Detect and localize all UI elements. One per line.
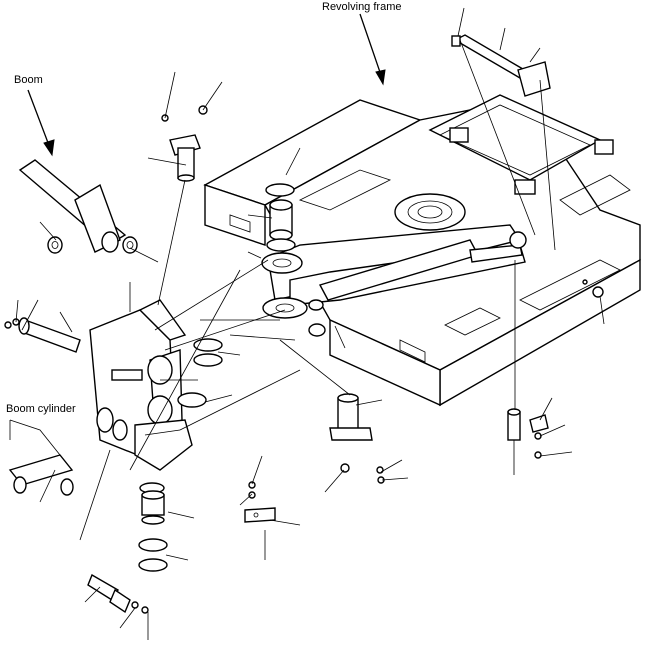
washer-pair-middle — [177, 338, 223, 408]
right-side-bolt — [582, 279, 604, 298]
center-bottom-pin — [329, 393, 385, 484]
swing-cylinder — [318, 231, 527, 301]
frame-boss-1 — [449, 127, 469, 143]
bracket-pin-upper — [4, 317, 81, 353]
boom — [18, 159, 138, 254]
arm-pin-hole-upper — [261, 252, 303, 274]
swing-bracket — [89, 299, 193, 471]
revolving-frame-arrow — [359, 13, 386, 86]
boom-cylinder-pin-group — [8, 419, 74, 496]
frame-boss-2 — [514, 179, 536, 195]
frame-boss-3 — [594, 139, 614, 155]
bushing-stack-lower — [138, 482, 168, 572]
swing-bearing — [394, 193, 466, 231]
cylinder-washer-right — [60, 478, 74, 496]
small-plate-bottom — [244, 481, 276, 523]
label-boom-cylinder: Boom cylinder — [6, 403, 76, 415]
cylinder-washer-left — [13, 476, 27, 494]
bushing-stack-upper — [265, 183, 296, 252]
arm-pin-hole-lower — [262, 297, 308, 319]
arm-pin-nuts — [308, 299, 326, 337]
leader-lines — [15, 7, 605, 640]
boom-arrow — [27, 89, 55, 157]
top-pin — [161, 105, 208, 182]
upper-cylinder-rod — [451, 34, 551, 97]
label-boom: Boom — [14, 74, 43, 86]
label-revolving-frame: Revolving frame — [322, 1, 401, 13]
boom-washer-right — [122, 236, 138, 254]
boom-washer-left — [47, 236, 63, 254]
lower-left-pin — [87, 573, 149, 614]
